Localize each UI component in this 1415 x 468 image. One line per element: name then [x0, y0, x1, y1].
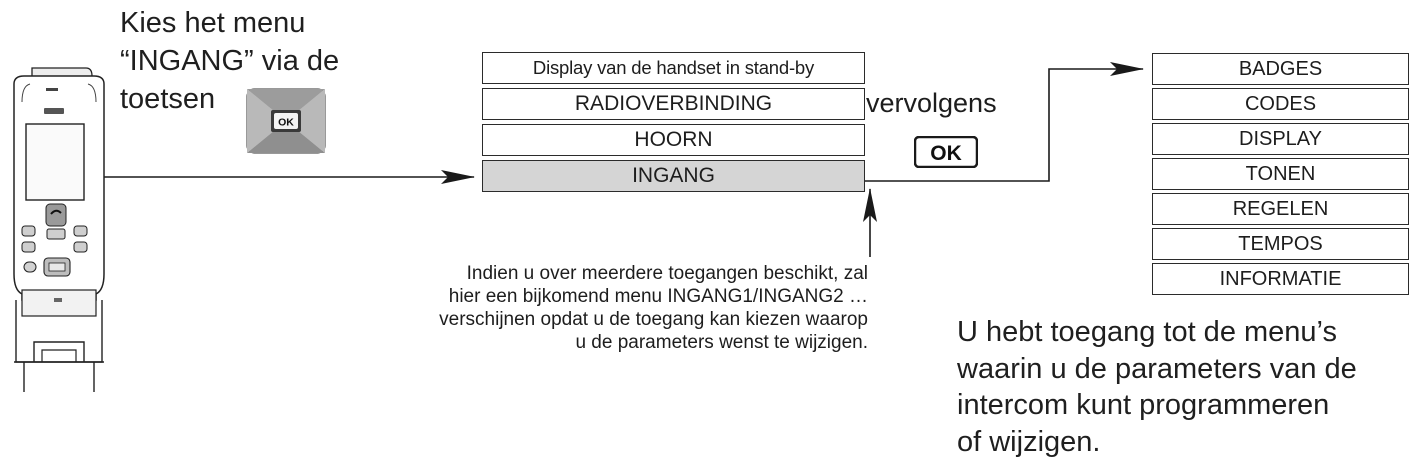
note-line-3: verschijnen opdat u de toegang kan kieze…: [439, 309, 868, 330]
nav-key-icon[interactable]: OK: [246, 88, 326, 154]
result-line-2: waarin u de parameters van de: [957, 352, 1357, 385]
note-line-2: hier een bijkomend menu INGANG1/INGANG2 …: [448, 286, 868, 307]
ok-key-label: OK: [930, 142, 962, 165]
intro-line-1: Kies het menu: [120, 7, 306, 39]
submenu-item-display[interactable]: DISPLAY: [1152, 123, 1409, 155]
submenu-item-informatie[interactable]: INFORMATIE: [1152, 263, 1409, 295]
submenu-list: BADGES CODES DISPLAY TONEN REGELEN TEMPO…: [1152, 53, 1409, 298]
submenu-item-tonen[interactable]: TONEN: [1152, 158, 1409, 190]
result-line-1: U hebt toegang tot de menu’s: [957, 316, 1337, 348]
submenu-item-tempos[interactable]: TEMPOS: [1152, 228, 1409, 260]
handset-illustration: [13, 67, 105, 392]
result-line-4: of wijzigen.: [957, 425, 1101, 458]
result-text: U hebt toegang tot de menu’s waarin u de…: [957, 314, 1407, 460]
menu-title-row: Display van de handset in stand-by: [482, 52, 865, 84]
menu-item-ingang[interactable]: INGANG: [482, 160, 865, 192]
note-line-4: u de parameters wenst te wijzigen.: [575, 332, 868, 353]
nav-key-ok-label: OK: [278, 117, 294, 129]
submenu-item-regelen[interactable]: REGELEN: [1152, 193, 1409, 225]
submenu-item-codes[interactable]: CODES: [1152, 88, 1409, 120]
note-line-1: Indien u over meerdere toegangen beschik…: [466, 263, 868, 284]
menu-item-hoorn[interactable]: HOORN: [482, 124, 865, 156]
ok-key-icon[interactable]: OK: [914, 136, 978, 168]
result-line-3: intercom kunt programmeren: [957, 389, 1330, 421]
intro-text: Kies het menu “INGANG” via de toetsen: [120, 4, 420, 118]
next-step-label: vervolgens: [866, 88, 997, 118]
menu-item-radioverbinding[interactable]: RADIOVERBINDING: [482, 88, 865, 120]
note-text: Indien u over meerdere toegangen beschik…: [290, 262, 868, 354]
intro-line-2: “INGANG” via de: [120, 45, 340, 77]
arrow-menu-to-submenu: [849, 62, 1144, 182]
submenu-item-badges[interactable]: BADGES: [1152, 53, 1409, 85]
handset-main-menu: Display van de handset in stand-by RADIO…: [482, 52, 865, 196]
intro-line-3: toetsen: [120, 83, 216, 115]
